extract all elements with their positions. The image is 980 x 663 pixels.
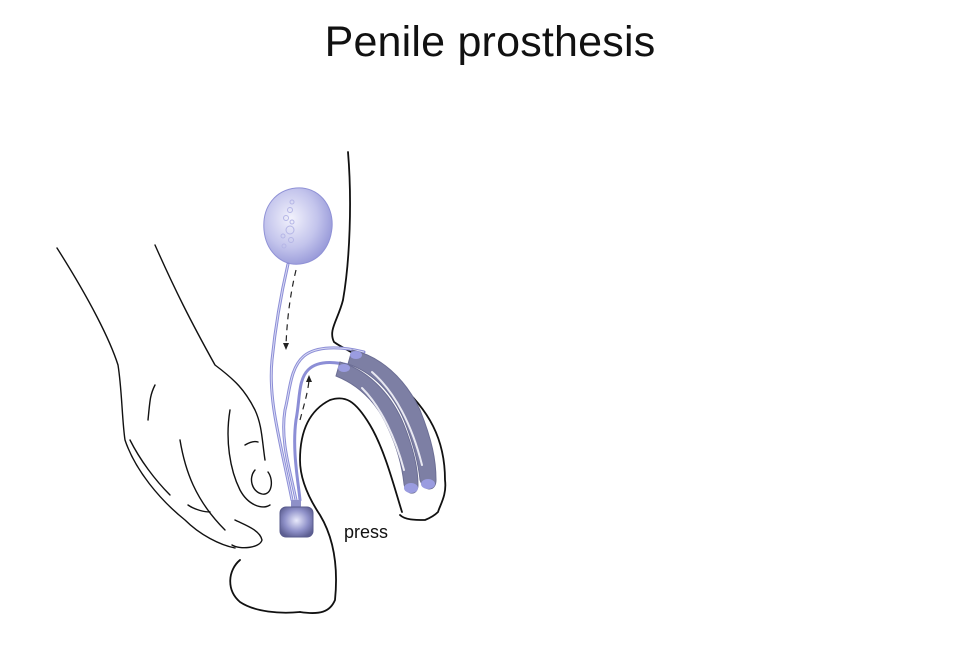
left-panel-deflated [56,151,447,614]
cylinders-curved [335,349,437,494]
press-label: press [344,522,389,542]
body-outline-left [229,151,447,614]
arrow-head-up [306,375,312,382]
hand-drawing [56,244,273,549]
reservoir-round [263,187,333,265]
page-title: Penile prosthesis [324,18,656,66]
arrow-head-down [283,343,289,350]
flow-arrow-down [285,269,297,346]
flow-arrow-up [299,379,310,421]
pump-left [279,500,314,538]
